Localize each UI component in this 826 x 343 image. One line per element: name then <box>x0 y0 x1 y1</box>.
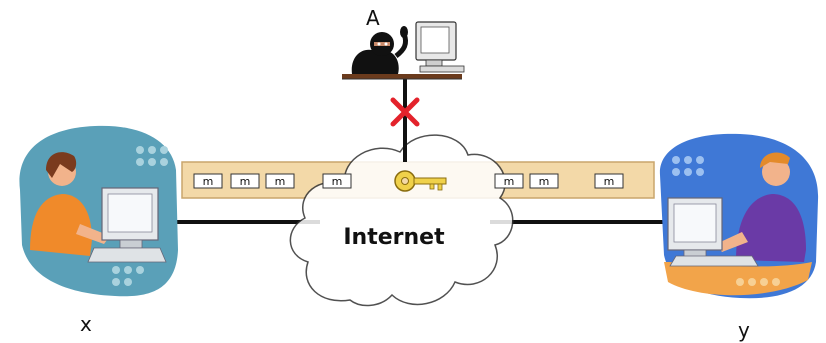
message-label: m <box>539 175 550 188</box>
internet-cloud: Internet <box>289 134 514 307</box>
sender-label: x <box>80 312 92 336</box>
message-label: m <box>275 175 286 188</box>
message-label: m <box>504 175 515 188</box>
message-box <box>529 173 559 189</box>
message-box <box>594 173 624 189</box>
receiver-label: y <box>738 318 750 342</box>
person-at-computer-x <box>19 125 178 297</box>
cloud-label: Internet <box>343 225 445 250</box>
message-group-right: m m m <box>494 173 624 189</box>
message-box <box>230 173 260 189</box>
message-box <box>494 173 524 189</box>
key-icon <box>394 170 447 192</box>
message-box <box>322 173 352 189</box>
message-label: m <box>203 175 214 188</box>
message-label: m <box>240 175 251 188</box>
attacker-label: A <box>366 6 380 30</box>
blocked-x-icon <box>390 97 420 127</box>
message-box <box>265 173 295 189</box>
message-box <box>193 173 223 189</box>
person-at-computer-y <box>659 133 819 299</box>
hacker-at-computer <box>342 21 465 80</box>
message-label: m <box>604 175 615 188</box>
message-group-left: m m m m <box>193 173 352 189</box>
message-label: m <box>332 175 343 188</box>
